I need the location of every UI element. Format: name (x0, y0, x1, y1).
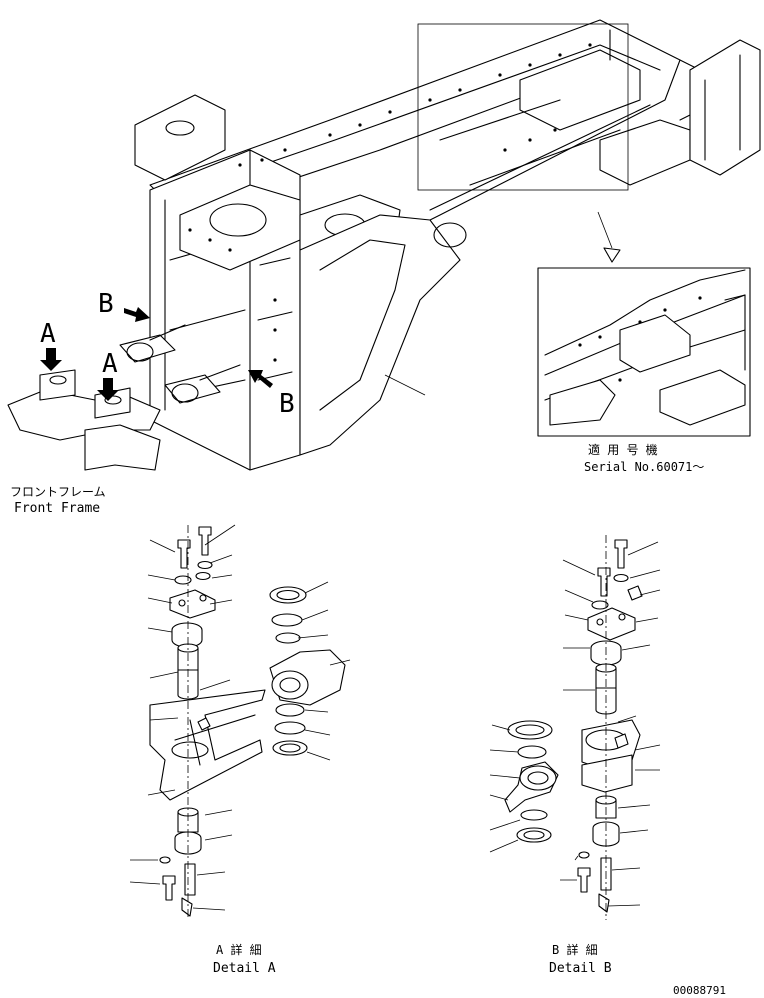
drawing-number: 00088791 (673, 984, 726, 997)
front-frame-label: フロントフレーム Front Frame (10, 485, 106, 516)
detail-b-exploded (489, 535, 661, 920)
arrow-b-left-icon (124, 307, 150, 322)
callout-a-right: A (102, 349, 118, 379)
rear-frame-assembly (134, 19, 761, 471)
front-frame-label-en: Front Frame (14, 501, 100, 516)
front-frame (7, 324, 241, 471)
detail-a-label-jp: A 詳 細 (216, 942, 262, 957)
callout-b-left: B (98, 289, 114, 319)
detail-b-label-jp: B 詳 細 (552, 942, 598, 957)
arrow-a-right-icon (97, 378, 119, 401)
arrow-a-left-icon (40, 348, 62, 371)
detail-a-label-en: Detail A (213, 961, 276, 976)
front-frame-label-jp: フロントフレーム (10, 485, 106, 499)
inset-serial: Serial No.60071～ (584, 460, 704, 474)
detail-b-label-en: Detail B (549, 961, 612, 976)
detail-a-exploded (129, 524, 351, 920)
callout-b-right: B (279, 389, 295, 419)
callout-a-left: A (40, 319, 56, 349)
serial-inset: 適 用 号 機 Serial No.60071～ (537, 211, 751, 474)
detail-labels: A 詳 細 Detail A B 詳 細 Detail B (213, 942, 612, 976)
arrow-b-right-icon (248, 370, 273, 388)
inset-applicable-jp: 適 用 号 機 (588, 442, 658, 457)
callout-arrows: A A B B (40, 289, 295, 419)
